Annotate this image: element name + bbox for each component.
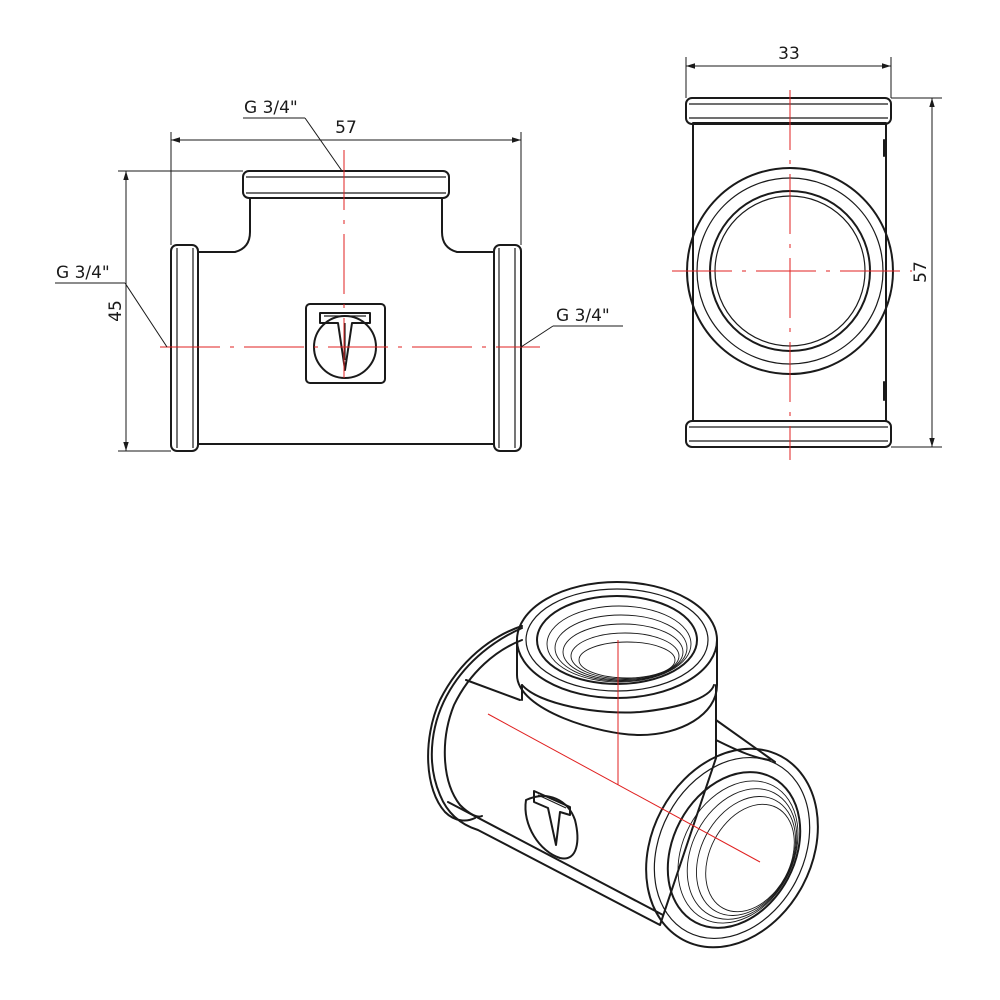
- iso-brand-logo: [524, 790, 579, 860]
- thread-label-top: G 3/4": [244, 98, 298, 118]
- front-dim-height: 45: [106, 300, 126, 322]
- side-dim-width: 33: [778, 44, 800, 64]
- iso-body-outline: [430, 627, 771, 926]
- iso-right-port-outer: [645, 747, 819, 949]
- side-dim-height: 57: [911, 261, 931, 283]
- front-body-outline: [197, 197, 495, 445]
- side-bottom-collar: [685, 420, 892, 448]
- thread-label-right: G 3/4": [556, 306, 610, 326]
- front-left-collar: [170, 244, 199, 452]
- side-top-collar: [685, 97, 892, 125]
- brand-logo: [305, 303, 386, 384]
- isometric-view: [427, 581, 819, 949]
- side-view: 33 57: [672, 44, 942, 460]
- front-top-collar: [242, 170, 450, 199]
- thread-label-left: G 3/4": [56, 263, 110, 283]
- front-right-collar: [493, 244, 522, 452]
- front-view: 57 45 G 3/4" G 3/4" G 3/4": [55, 98, 623, 452]
- front-dim-width: 57: [335, 118, 357, 138]
